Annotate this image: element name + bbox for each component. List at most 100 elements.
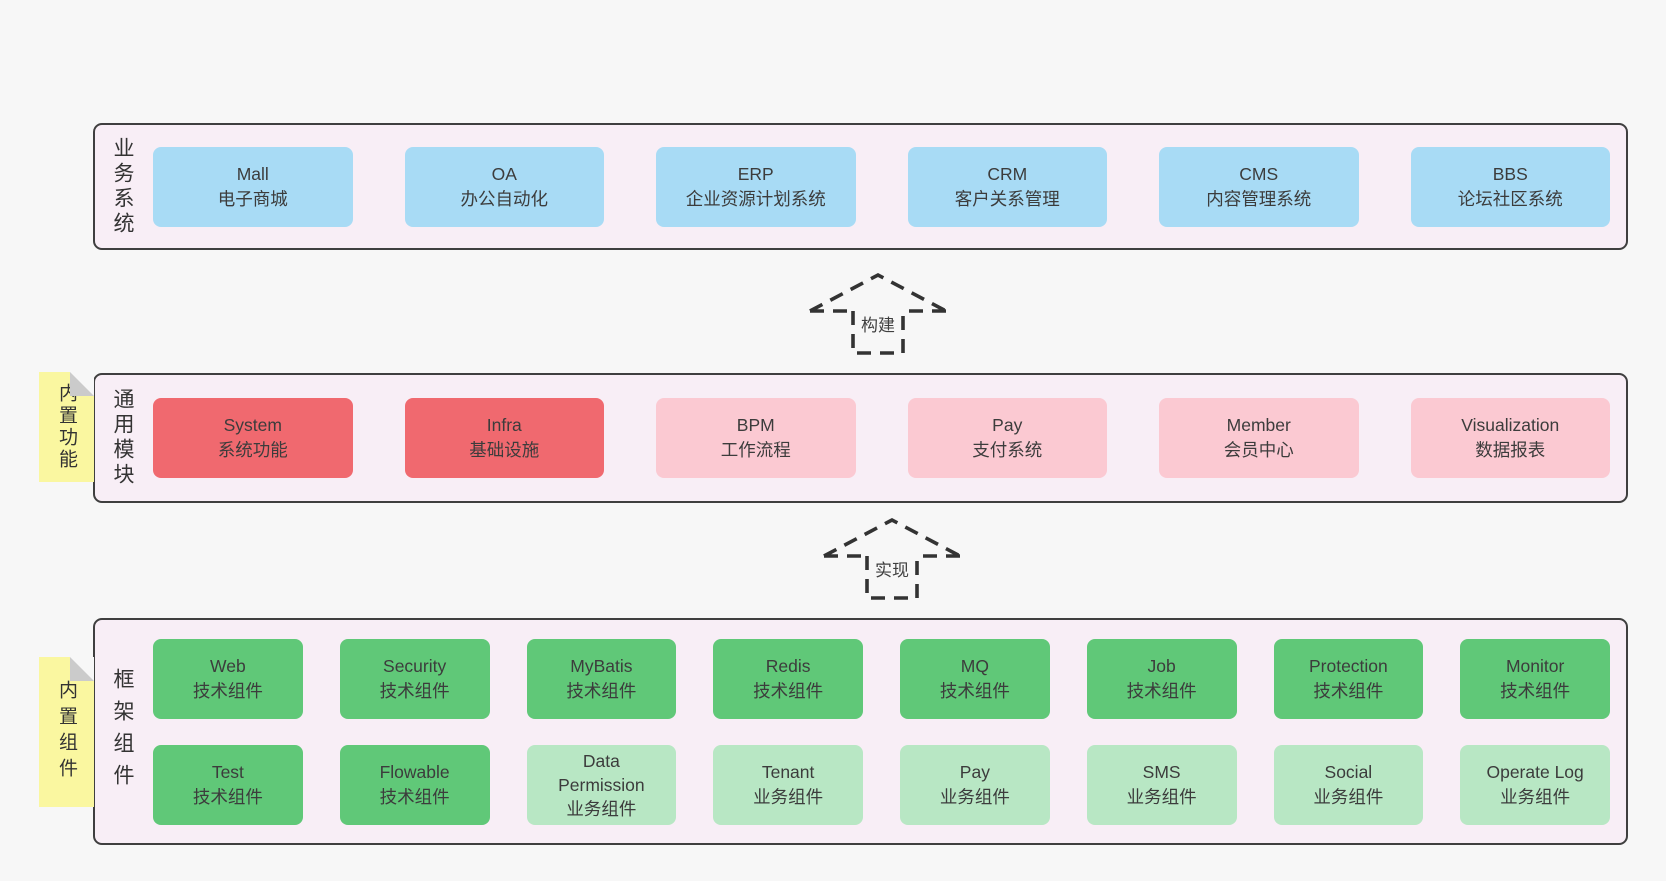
box-system: System 系统功能	[153, 398, 353, 478]
box-title: Test	[211, 761, 244, 782]
box-title: Data Permission	[558, 750, 645, 795]
box-pay-component: Pay 业务组件	[900, 744, 1050, 825]
box-subtitle: 电子商城	[217, 188, 288, 209]
box-bpm: BPM 工作流程	[656, 398, 856, 478]
box-title: Pay	[959, 761, 990, 782]
box-security: Security 技术组件	[339, 638, 490, 719]
sticky-built-in-components: 内置组件	[39, 657, 94, 807]
box-test: Test 技术组件	[153, 744, 303, 825]
arrow-implement-label: 实现	[870, 556, 914, 581]
box-sms: SMS 业务组件	[1086, 744, 1237, 825]
box-title: Visualization	[1461, 415, 1560, 435]
layer-modules-label: 通用模块	[111, 388, 134, 488]
box-title: Redis	[765, 655, 811, 676]
box-title: Security	[383, 655, 447, 676]
box-title: OA	[491, 163, 517, 184]
dashed-up-arrow-icon	[809, 272, 947, 355]
box-title: Social	[1324, 761, 1373, 782]
box-subtitle: 技术组件	[192, 680, 263, 701]
box-title: Job	[1147, 655, 1176, 676]
box-bbs: BBS 论坛社区系统	[1410, 146, 1610, 227]
box-subtitle: 技术组件	[192, 786, 263, 807]
box-title: Tenant	[761, 761, 815, 782]
box-crm: CRM 客户关系管理	[907, 146, 1107, 227]
box-subtitle: 客户关系管理	[954, 188, 1060, 209]
box-job: Job 技术组件	[1086, 638, 1237, 719]
module-boxes: System 系统功能 Infra 基础设施 BPM 工作流程 Pay 支付系统…	[149, 375, 1626, 501]
sticky-label: 内置组件	[56, 680, 77, 784]
box-title: BPM	[736, 415, 775, 435]
box-title: Monitor	[1505, 655, 1565, 676]
box-subtitle: 技术组件	[753, 680, 824, 701]
box-title: Member	[1226, 415, 1291, 435]
box-subtitle: 业务组件	[1500, 786, 1571, 807]
box-subtitle: 数据报表	[1475, 440, 1546, 460]
box-subtitle: 企业资源计划系统	[685, 188, 826, 209]
box-subtitle: 技术组件	[1313, 680, 1384, 701]
box-flowable: Flowable 技术组件	[339, 744, 490, 825]
box-mybatis: MyBatis 技术组件	[526, 638, 677, 719]
box-pay-module: Pay 支付系统	[907, 398, 1107, 478]
box-mall: Mall 电子商城	[153, 146, 353, 227]
box-subtitle: 业务组件	[1126, 786, 1197, 807]
box-tenant: Tenant 业务组件	[713, 744, 863, 825]
box-title: Operate Log	[1486, 761, 1584, 782]
box-infra: Infra 基础设施	[404, 398, 604, 478]
box-subtitle: 业务组件	[1313, 786, 1384, 807]
box-title: BBS	[1492, 163, 1528, 184]
box-redis: Redis 技术组件	[713, 638, 863, 719]
box-data-permission: Data Permission 业务组件	[526, 744, 677, 825]
box-subtitle: 技术组件	[1500, 680, 1571, 701]
box-subtitle: 业务组件	[939, 786, 1010, 807]
box-monitor: Monitor 技术组件	[1460, 638, 1610, 719]
arrow-implement-up: 实现	[822, 517, 962, 601]
box-subtitle: 技术组件	[379, 786, 450, 807]
business-boxes: Mall 电子商城 OA 办公自动化 ERP 企业资源计划系统 CRM 客户关系…	[149, 125, 1626, 248]
box-subtitle: 办公自动化	[460, 188, 549, 209]
box-subtitle: 技术组件	[566, 680, 637, 701]
box-title: Web	[210, 655, 246, 676]
sticky-built-in-features: 内置功能	[39, 372, 94, 482]
box-subtitle: 支付系统	[972, 440, 1043, 460]
box-title: ERP	[737, 163, 774, 184]
box-title: CRM	[987, 163, 1028, 184]
arrow-build-label: 构建	[856, 311, 900, 336]
box-title: Infra	[486, 415, 522, 435]
box-erp: ERP 企业资源计划系统	[656, 146, 856, 227]
box-subtitle: 论坛社区系统	[1457, 188, 1563, 209]
box-title: System	[223, 415, 282, 435]
box-title: CMS	[1239, 163, 1279, 184]
dashed-up-arrow-icon	[823, 517, 961, 600]
sticky-label: 内置功能	[56, 383, 77, 471]
box-title: Flowable	[379, 761, 450, 782]
box-subtitle: 内容管理系统	[1206, 188, 1312, 209]
box-protection: Protection 技术组件	[1273, 638, 1424, 719]
box-subtitle: 技术组件	[939, 680, 1010, 701]
box-cms: CMS 内容管理系统	[1159, 146, 1359, 227]
box-subtitle: 工作流程	[720, 440, 791, 460]
box-subtitle: 系统功能	[217, 440, 288, 460]
box-title: SMS	[1142, 761, 1181, 782]
box-mq: MQ 技术组件	[900, 638, 1050, 719]
layer-framework-components: 内置组件 框架组件 Web 技术组件 Security 技术组件 MyBatis…	[39, 618, 1628, 845]
arrow-build-up: 构建	[808, 272, 948, 356]
layer-components-label: 框架组件	[111, 667, 134, 796]
box-social: Social 业务组件	[1273, 744, 1424, 825]
box-subtitle: 技术组件	[379, 680, 450, 701]
box-subtitle: 业务组件	[566, 798, 637, 819]
box-title: Pay	[992, 415, 1023, 435]
box-operate-log: Operate Log 业务组件	[1460, 744, 1610, 825]
component-boxes: Web 技术组件 Security 技术组件 MyBatis 技术组件 Redi…	[149, 620, 1626, 843]
box-title: Mall	[236, 163, 269, 184]
box-subtitle: 业务组件	[753, 786, 824, 807]
box-title: Protection	[1308, 655, 1388, 676]
box-subtitle: 会员中心	[1223, 440, 1294, 460]
box-web: Web 技术组件	[153, 638, 303, 719]
box-title: MQ	[960, 655, 989, 676]
box-oa: OA 办公自动化	[404, 146, 604, 227]
box-visualization: Visualization 数据报表	[1410, 398, 1610, 478]
layer-business-systems: 业务系统 Mall 电子商城 OA 办公自动化 ERP 企业资源计划系统 CRM…	[93, 123, 1628, 250]
layer-business-label: 业务系统	[111, 136, 134, 237]
box-subtitle: 技术组件	[1126, 680, 1197, 701]
